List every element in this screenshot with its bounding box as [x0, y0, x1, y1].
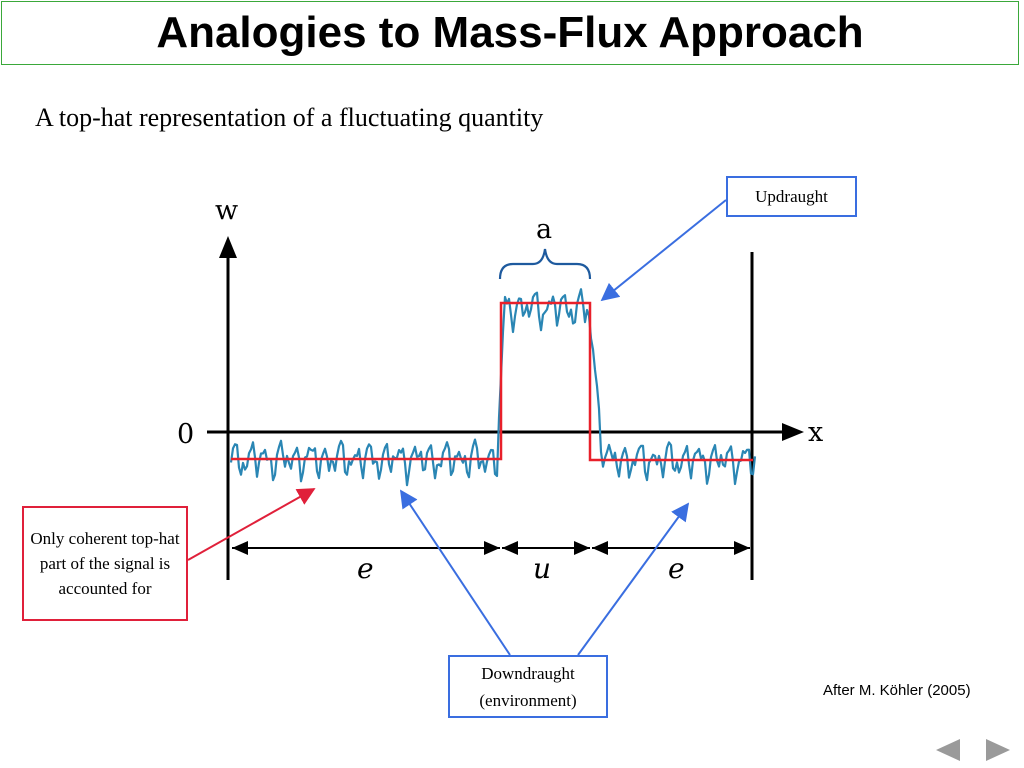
- y-axis-arrowhead: [219, 236, 237, 258]
- triangle-right-icon[interactable]: [984, 738, 1012, 762]
- dim-arrow-u-start: [502, 541, 518, 555]
- triangle-left-icon[interactable]: [934, 738, 962, 762]
- segment-label-u: u: [533, 552, 551, 585]
- coherent-callout: Only coherent top-hat part of the signal…: [22, 506, 188, 621]
- x-axis-arrowhead: [782, 423, 804, 441]
- dim-arrow-e-left-end: [484, 541, 500, 555]
- dim-arrow-u-end: [574, 541, 590, 555]
- downdraught-arrow-right: [577, 502, 690, 656]
- tophat-profile: [231, 301, 753, 462]
- dim-arrow-e-right-end: [734, 541, 750, 555]
- y-axis-label: w: [215, 195, 238, 226]
- fluctuating-signal: [229, 288, 757, 487]
- downdraught-callout: Downdraught (environment): [448, 655, 608, 718]
- attribution: After M. Köhler (2005): [823, 682, 971, 699]
- segment-label-e-right: e: [668, 552, 685, 585]
- page-title: Analogies to Mass-Flux Approach: [156, 8, 864, 57]
- subtitle: A top-hat representation of a fluctuatin…: [35, 103, 544, 132]
- downdraught-arrow-left: [400, 489, 511, 656]
- zero-label: 0: [177, 419, 194, 450]
- area-brace: [498, 248, 592, 280]
- dim-arrow-e-left-start: [232, 541, 248, 555]
- updraught-callout: Updraught: [726, 176, 857, 217]
- x-axis-label: x: [808, 417, 823, 448]
- title-banner: Analogies to Mass-Flux Approach: [1, 1, 1019, 65]
- coherent-arrow: [187, 488, 316, 561]
- updraught-arrow: [600, 199, 727, 302]
- segment-label-e-left: e: [357, 552, 374, 585]
- dim-arrow-e-right-start: [592, 541, 608, 555]
- brace-label: a: [536, 214, 552, 245]
